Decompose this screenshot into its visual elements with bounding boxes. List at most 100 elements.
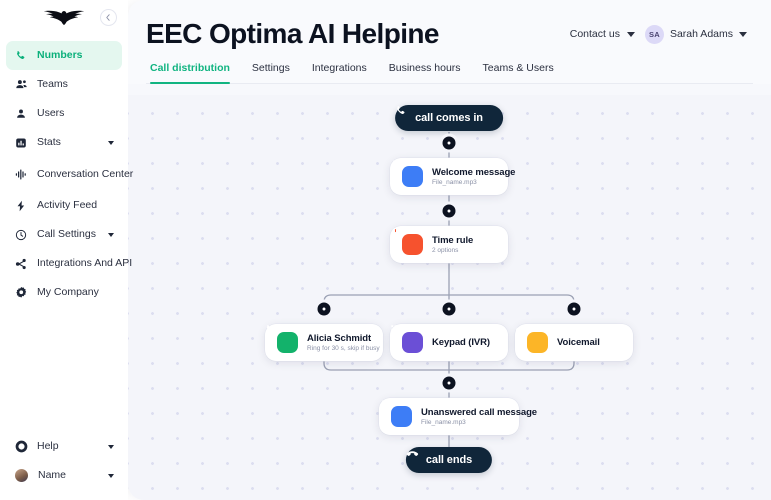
arrow-left-icon <box>106 14 110 21</box>
call-ends-pill[interactable]: call ends <box>405 447 493 473</box>
flow-diagram: call comes in Welcome message File_name.… <box>128 95 771 500</box>
node-unanswered-call-message[interactable]: Unanswered call message File_name.mp3 <box>379 398 537 435</box>
connector-dot[interactable] <box>442 136 456 150</box>
phone-hangup-icon <box>406 451 419 456</box>
chevron-down-icon[interactable] <box>108 473 114 478</box>
sidebar-item-numbers[interactable]: Numbers <box>6 41 122 70</box>
lightning-icon <box>14 199 28 213</box>
connector-dot[interactable] <box>567 302 581 316</box>
sidebar-spacer <box>0 307 128 432</box>
sidebar-item-label: Conversation Center <box>37 167 134 180</box>
user-menu[interactable]: SA Sarah Adams <box>644 24 747 44</box>
phone-agent-icon <box>266 325 298 353</box>
node-text: Welcome message File_name.mp3 <box>432 167 516 186</box>
bar-chart-icon <box>14 136 28 150</box>
user-icon <box>14 107 28 121</box>
node-text: Voicemail <box>557 337 600 348</box>
chevron-down-icon[interactable] <box>108 140 114 145</box>
sidebar-item-label: Stats <box>37 136 61 149</box>
chevron-down-icon[interactable] <box>108 444 114 449</box>
sidebar-item-teams[interactable]: Teams <box>6 70 122 99</box>
sidebar-item-conversation-center[interactable]: Conversation Center <box>6 157 133 191</box>
connector-dot[interactable] <box>317 302 331 316</box>
node-title: Keypad (IVR) <box>432 337 490 348</box>
keypad-icon <box>391 325 423 353</box>
sidebar-item-call-settings[interactable]: Call Settings <box>6 220 122 249</box>
call-comes-in-label: call comes in <box>415 112 483 124</box>
contact-us-label: Contact us <box>569 28 620 40</box>
sidebar-item-user-profile[interactable]: Name <box>6 461 122 490</box>
sidebar-item-users[interactable]: Users <box>6 99 122 128</box>
node-text: Alicia Schmidt Ring for 30 s, skip if bu… <box>307 333 380 352</box>
chevron-down-icon[interactable] <box>108 232 114 237</box>
node-title: Unanswered call message <box>421 407 537 418</box>
node-voicemail[interactable]: Voicemail <box>515 324 633 361</box>
sidebar-item-label: Call Settings <box>37 228 96 241</box>
sidebar-item-help[interactable]: Help <box>6 432 122 461</box>
node-keypad-ivr[interactable]: Keypad (IVR) <box>390 324 508 361</box>
users-group-icon <box>14 78 28 92</box>
header-actions: Contact us SA Sarah Adams <box>570 24 753 44</box>
node-text: Unanswered call message File_name.mp3 <box>421 407 537 426</box>
connector-dot[interactable] <box>442 204 456 218</box>
page-title: EEC Optima AI Helpine <box>146 18 439 49</box>
node-welcome-message[interactable]: Welcome message File_name.mp3 <box>390 158 516 195</box>
sidebar-item-label: Name <box>38 469 67 482</box>
phone-incoming-icon <box>397 106 405 115</box>
phone-gear-icon <box>14 228 28 242</box>
sidebar-item-stats[interactable]: Stats <box>6 128 122 157</box>
node-subtitle: Ring for 30 s, skip if busy <box>307 345 380 352</box>
avatar: SA <box>644 24 664 44</box>
eagle-logo-icon <box>43 10 85 26</box>
connector-dot[interactable] <box>442 302 456 316</box>
user-name-label: Sarah Adams <box>669 28 733 40</box>
sidebar-item-label: Help <box>37 440 59 453</box>
tab-business-hours[interactable]: Business hours <box>388 62 461 74</box>
call-comes-in-pill[interactable]: call comes in <box>395 105 503 131</box>
sidebar-item-integrations-and-api[interactable]: Integrations And API <box>6 249 132 278</box>
node-title: Time rule <box>432 235 474 246</box>
node-subtitle: File_name.mp3 <box>432 179 477 186</box>
sidebar-item-label: My Company <box>37 286 99 299</box>
contact-us-dropdown[interactable]: Contact us <box>570 28 635 40</box>
node-title: Alicia Schmidt <box>307 333 372 344</box>
avatar-icon <box>14 468 29 483</box>
node-text: Time rule 2 options <box>432 235 473 254</box>
tab-settings[interactable]: Settings <box>251 62 290 74</box>
connector-dot[interactable] <box>442 376 456 390</box>
tab-teams-users[interactable]: Teams & Users <box>482 62 554 74</box>
node-subtitle: File_name.mp3 <box>421 419 466 426</box>
sidebar-collapse-button[interactable] <box>100 9 117 26</box>
share-nodes-icon <box>14 257 28 271</box>
node-time-rule[interactable]: Time rule 2 options <box>390 226 508 263</box>
tab-call-distribution[interactable]: Call distribution <box>150 62 230 84</box>
node-title: Voicemail <box>557 337 600 348</box>
sidebar: Numbers Teams Users Stats <box>0 0 133 500</box>
sidebar-item-label: Teams <box>37 78 68 91</box>
tab-integrations[interactable]: Integrations <box>311 62 367 74</box>
node-title: Welcome message <box>432 167 516 178</box>
life-ring-icon <box>14 440 28 454</box>
page-header: EEC Optima AI Helpine Contact us SA Sara… <box>128 0 771 84</box>
node-subtitle: 2 options <box>432 247 459 254</box>
sidebar-nav: Numbers Teams Users Stats <box>0 41 133 307</box>
sidebar-item-my-company[interactable]: My Company <box>6 278 122 307</box>
sidebar-item-activity-feed[interactable]: Activity Feed <box>6 191 122 220</box>
node-agent-alicia-schmidt[interactable]: Alicia Schmidt Ring for 30 s, skip if bu… <box>265 324 383 361</box>
voicemail-icon <box>516 327 548 353</box>
call-flow-canvas[interactable]: call comes in Welcome message File_name.… <box>128 95 771 500</box>
node-text: Keypad (IVR) <box>432 337 490 348</box>
main-panel: EEC Optima AI Helpine Contact us SA Sara… <box>128 0 771 500</box>
flow-connectors <box>323 132 575 460</box>
sidebar-header <box>0 3 128 33</box>
tab-bar: Call distribution Settings Integrations … <box>146 54 753 84</box>
chevron-down-icon <box>626 31 635 37</box>
call-ends-label: call ends <box>425 454 473 466</box>
sidebar-item-label: Activity Feed <box>37 199 98 212</box>
sidebar-bottom-nav: Help Name <box>0 432 128 500</box>
building-gear-icon <box>14 286 28 300</box>
header-row: EEC Optima AI Helpine Contact us SA Sara… <box>146 0 753 54</box>
sidebar-item-label: Numbers <box>37 49 83 62</box>
time-rule-icon <box>392 228 423 255</box>
